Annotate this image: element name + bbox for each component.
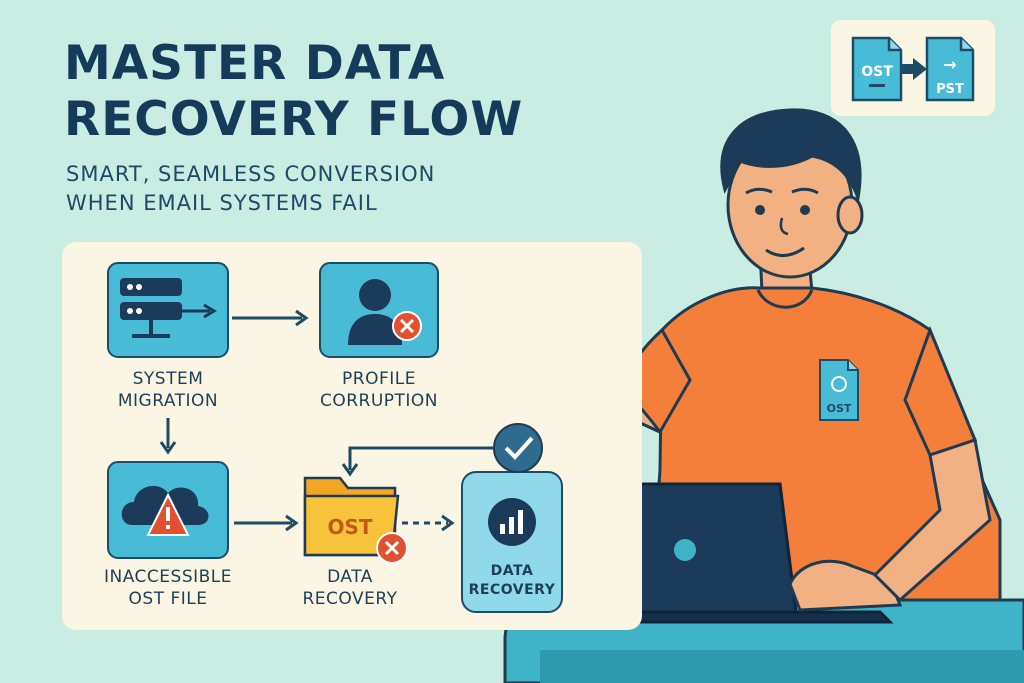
arrow-migration-to-ost: [159, 418, 177, 455]
subtitle-line-2: WHEN EMAIL SYSTEMS FAIL: [66, 191, 378, 215]
shirt-ost-file-icon: OST: [819, 359, 859, 421]
subtitle-line-1: SMART, SEAMLESS CONVERSION: [66, 162, 436, 186]
label-system-migration-line1: SYSTEM: [132, 369, 204, 389]
pst-file-icon: → PST: [925, 36, 975, 102]
label-data-recovery-result-line2: RECOVERY: [468, 582, 556, 598]
arrow-ost-to-recovery: [234, 514, 299, 532]
conversion-badge: OST → PST: [831, 20, 995, 116]
label-data-recovery-result-line1: DATA: [490, 563, 534, 579]
label-inaccessible-ost-line1: INACCESSIBLE: [103, 567, 232, 587]
ost-file-icon: OST: [851, 36, 903, 102]
arrow-check-to-folder: [341, 446, 494, 477]
title-line-1: MASTER DATA: [64, 36, 446, 91]
hair: [720, 108, 862, 199]
badge-arrow-icon: [901, 58, 927, 80]
label-data-recovery-line2: RECOVERY: [302, 589, 398, 609]
page-title: MASTER DATA RECOVERY FLOW: [64, 36, 624, 148]
shirt-ost-label: OST: [827, 402, 852, 415]
label-data-recovery-line1: DATA: [327, 567, 373, 587]
cloud-warning-icon: [121, 485, 209, 536]
label-system-migration-line2: MIGRATION: [117, 391, 219, 411]
arrow-migration-to-profile: [232, 309, 309, 327]
label-inaccessible-ost: INACCESSIBLE OST FILE: [78, 566, 258, 610]
node-profile-corruption-tile: [319, 262, 439, 358]
label-profile-corruption-line2: CORRUPTION: [319, 391, 439, 411]
chart-icon: [488, 498, 536, 546]
label-profile-corruption: PROFILE CORRUPTION: [299, 368, 459, 412]
check-icon: [493, 423, 543, 473]
label-profile-corruption-line1: PROFILE: [342, 369, 416, 389]
ost-to-pst-icon: OST → PST: [851, 36, 975, 102]
flow-arrows: [159, 309, 494, 532]
label-data-recovery: DATA RECOVERY: [275, 566, 425, 610]
user-error-icon: [348, 279, 422, 345]
server-icon: [120, 278, 217, 338]
badge-to-label: PST: [936, 82, 964, 97]
badge-arrow-glyph: →: [943, 55, 956, 74]
label-data-recovery-result: DATA RECOVERY: [462, 562, 562, 600]
label-system-migration: SYSTEM MIGRATION: [88, 368, 248, 412]
node-inaccessible-ost-tile: [107, 461, 229, 559]
ost-folder-icon: OST: [303, 476, 408, 564]
node-system-migration-tile: [107, 262, 229, 358]
arrow-recovery-to-result: [402, 514, 455, 532]
page-subtitle: SMART, SEAMLESS CONVERSION WHEN EMAIL SY…: [66, 160, 586, 218]
folder-ost-label: OST: [327, 515, 372, 539]
label-inaccessible-ost-line2: OST FILE: [128, 589, 208, 609]
badge-from-label: OST: [861, 64, 893, 80]
title-line-2: RECOVERY FLOW: [64, 92, 524, 147]
